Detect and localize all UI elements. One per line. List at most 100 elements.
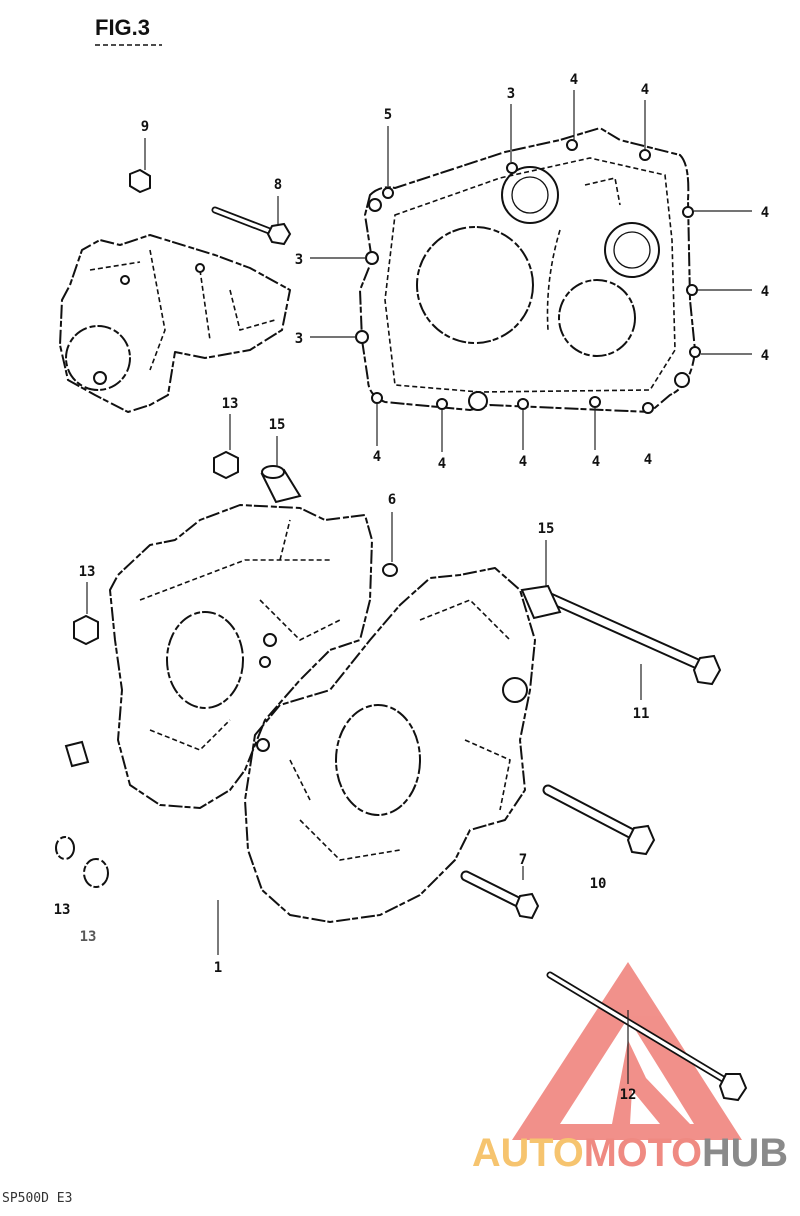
automotohub-logo-mark	[512, 962, 742, 1140]
nut-13-upper	[213, 450, 239, 480]
callout-11: 11	[633, 706, 650, 722]
housing-outline	[59, 234, 291, 413]
callout-4-top-b: 4	[641, 82, 649, 98]
cover-outline	[359, 127, 696, 413]
cover-bolt-hole	[506, 162, 518, 174]
callout-4-top-a: 4	[570, 72, 578, 88]
cover-bolt-hole	[589, 396, 601, 408]
housing-ribs	[89, 249, 276, 371]
housing-bolt-hole	[120, 275, 130, 285]
crankcase-right-boss	[502, 677, 528, 703]
callout-4-bottom-c: 4	[519, 454, 527, 470]
cover-bolt-hole	[468, 391, 488, 411]
crankcase-left-bore	[166, 611, 244, 709]
crankcase-left-ribs	[139, 519, 341, 751]
dowel-15-right	[520, 584, 562, 620]
callout-9: 9	[141, 119, 149, 135]
figure-title: FIG.3	[95, 15, 150, 40]
callout-5: 5	[384, 107, 392, 123]
dowel-15-upper	[260, 465, 302, 504]
cover-bolt-hole	[686, 284, 698, 296]
automotohub-logo-text: AUTOMOTOHUB	[472, 1131, 788, 1175]
bolt-11	[544, 592, 722, 686]
callout-10: 10	[590, 876, 607, 892]
callout-6: 6	[388, 492, 396, 508]
cover-bolt-hole	[436, 398, 448, 410]
callout-13-lower-a: 13	[54, 902, 71, 918]
o-ring-6	[382, 563, 398, 577]
cover-inner-rib	[384, 157, 676, 393]
nut-9	[129, 168, 151, 194]
cover-seal-bore	[613, 231, 651, 269]
bolt-10-head	[626, 824, 656, 856]
leader-lines	[86, 90, 752, 1084]
logo-inner-stripe	[612, 1040, 690, 1124]
bolt-12	[546, 971, 748, 1102]
bolt-8	[211, 206, 292, 246]
cover-bolt-hole	[365, 251, 379, 265]
crankcase-right-ribs	[289, 599, 511, 861]
callout-labels: 9 8 5 3 4 4 4 4 4 3 3 4 4 4 4 4 13 15 6 …	[54, 72, 770, 1103]
cover-bolt-hole	[689, 346, 701, 358]
callout-4-bottom-d: 4	[592, 454, 600, 470]
housing-bolt-hole	[195, 263, 205, 273]
bolt-10	[542, 784, 656, 856]
callout-4-right-b: 4	[761, 284, 769, 300]
upper-left-housing	[59, 234, 291, 413]
cover-bolt-hole	[642, 402, 654, 414]
crankcase-left-half	[109, 504, 373, 809]
bolt-12-head	[718, 1073, 748, 1102]
callout-8: 8	[274, 177, 282, 193]
callout-15-right: 15	[538, 521, 555, 537]
callout-4-right-a: 4	[761, 205, 769, 221]
logo-text-moto: MOTO	[584, 1131, 702, 1175]
housing-bolt-hole	[93, 371, 107, 385]
figure-header: FIG.3	[95, 15, 162, 46]
callout-1: 1	[214, 960, 222, 976]
cover-bolt-hole	[674, 372, 690, 388]
callout-4-bottom-a: 4	[373, 449, 381, 465]
cover-oil-filter-boss-outer	[501, 166, 559, 224]
crankcase-cover-right	[355, 127, 701, 414]
cover-seal-ring	[604, 222, 660, 278]
logo-text-auto: AUTO	[472, 1131, 584, 1175]
cover-bolt-hole	[371, 392, 383, 404]
cover-clutch-boss	[416, 226, 534, 344]
callout-13-upper: 13	[222, 396, 239, 412]
bolt-8-head	[266, 222, 292, 246]
cover-bolt-hole	[355, 330, 369, 344]
nut-13-left	[73, 614, 99, 646]
callout-13-left: 13	[79, 564, 96, 580]
callout-12: 12	[620, 1087, 637, 1103]
callout-15-upper: 15	[269, 417, 286, 433]
crankcase-left-outline	[109, 504, 373, 809]
housing-bore	[65, 325, 131, 391]
cover-bolt-hole	[368, 198, 382, 212]
callout-4-bottom-b: 4	[438, 456, 446, 472]
callout-3-top: 3	[507, 86, 515, 102]
washer-13-lower	[55, 836, 109, 888]
crankcase-left-stud	[263, 633, 277, 647]
callout-4-right-c: 4	[761, 348, 769, 364]
callout-3-left-a: 3	[295, 252, 303, 268]
cover-pump-boss	[558, 279, 636, 357]
dowel-left	[64, 740, 90, 768]
cover-bolt-hole	[682, 206, 694, 218]
cover-bolt-hole	[382, 187, 394, 199]
bolt-11-head	[692, 654, 722, 686]
crankcase-right-stud	[256, 738, 270, 752]
cover-bolt-hole	[566, 139, 578, 151]
cover-oil-passage	[546, 177, 621, 331]
crankcase-right-outline	[244, 567, 536, 923]
crankcase-left-stud	[259, 656, 271, 668]
figure-code: SP500D E3	[2, 1191, 72, 1206]
bolt-7	[460, 870, 540, 920]
cover-oil-filter-boss-inner	[511, 176, 549, 214]
cover-bolt-hole	[517, 398, 529, 410]
callout-3-left-b: 3	[295, 331, 303, 347]
callout-7: 7	[519, 852, 527, 868]
callout-13-lower-b: 13	[80, 929, 97, 945]
crankcase-right-bore	[335, 704, 421, 816]
callout-4-bottom-e: 4	[644, 452, 652, 468]
